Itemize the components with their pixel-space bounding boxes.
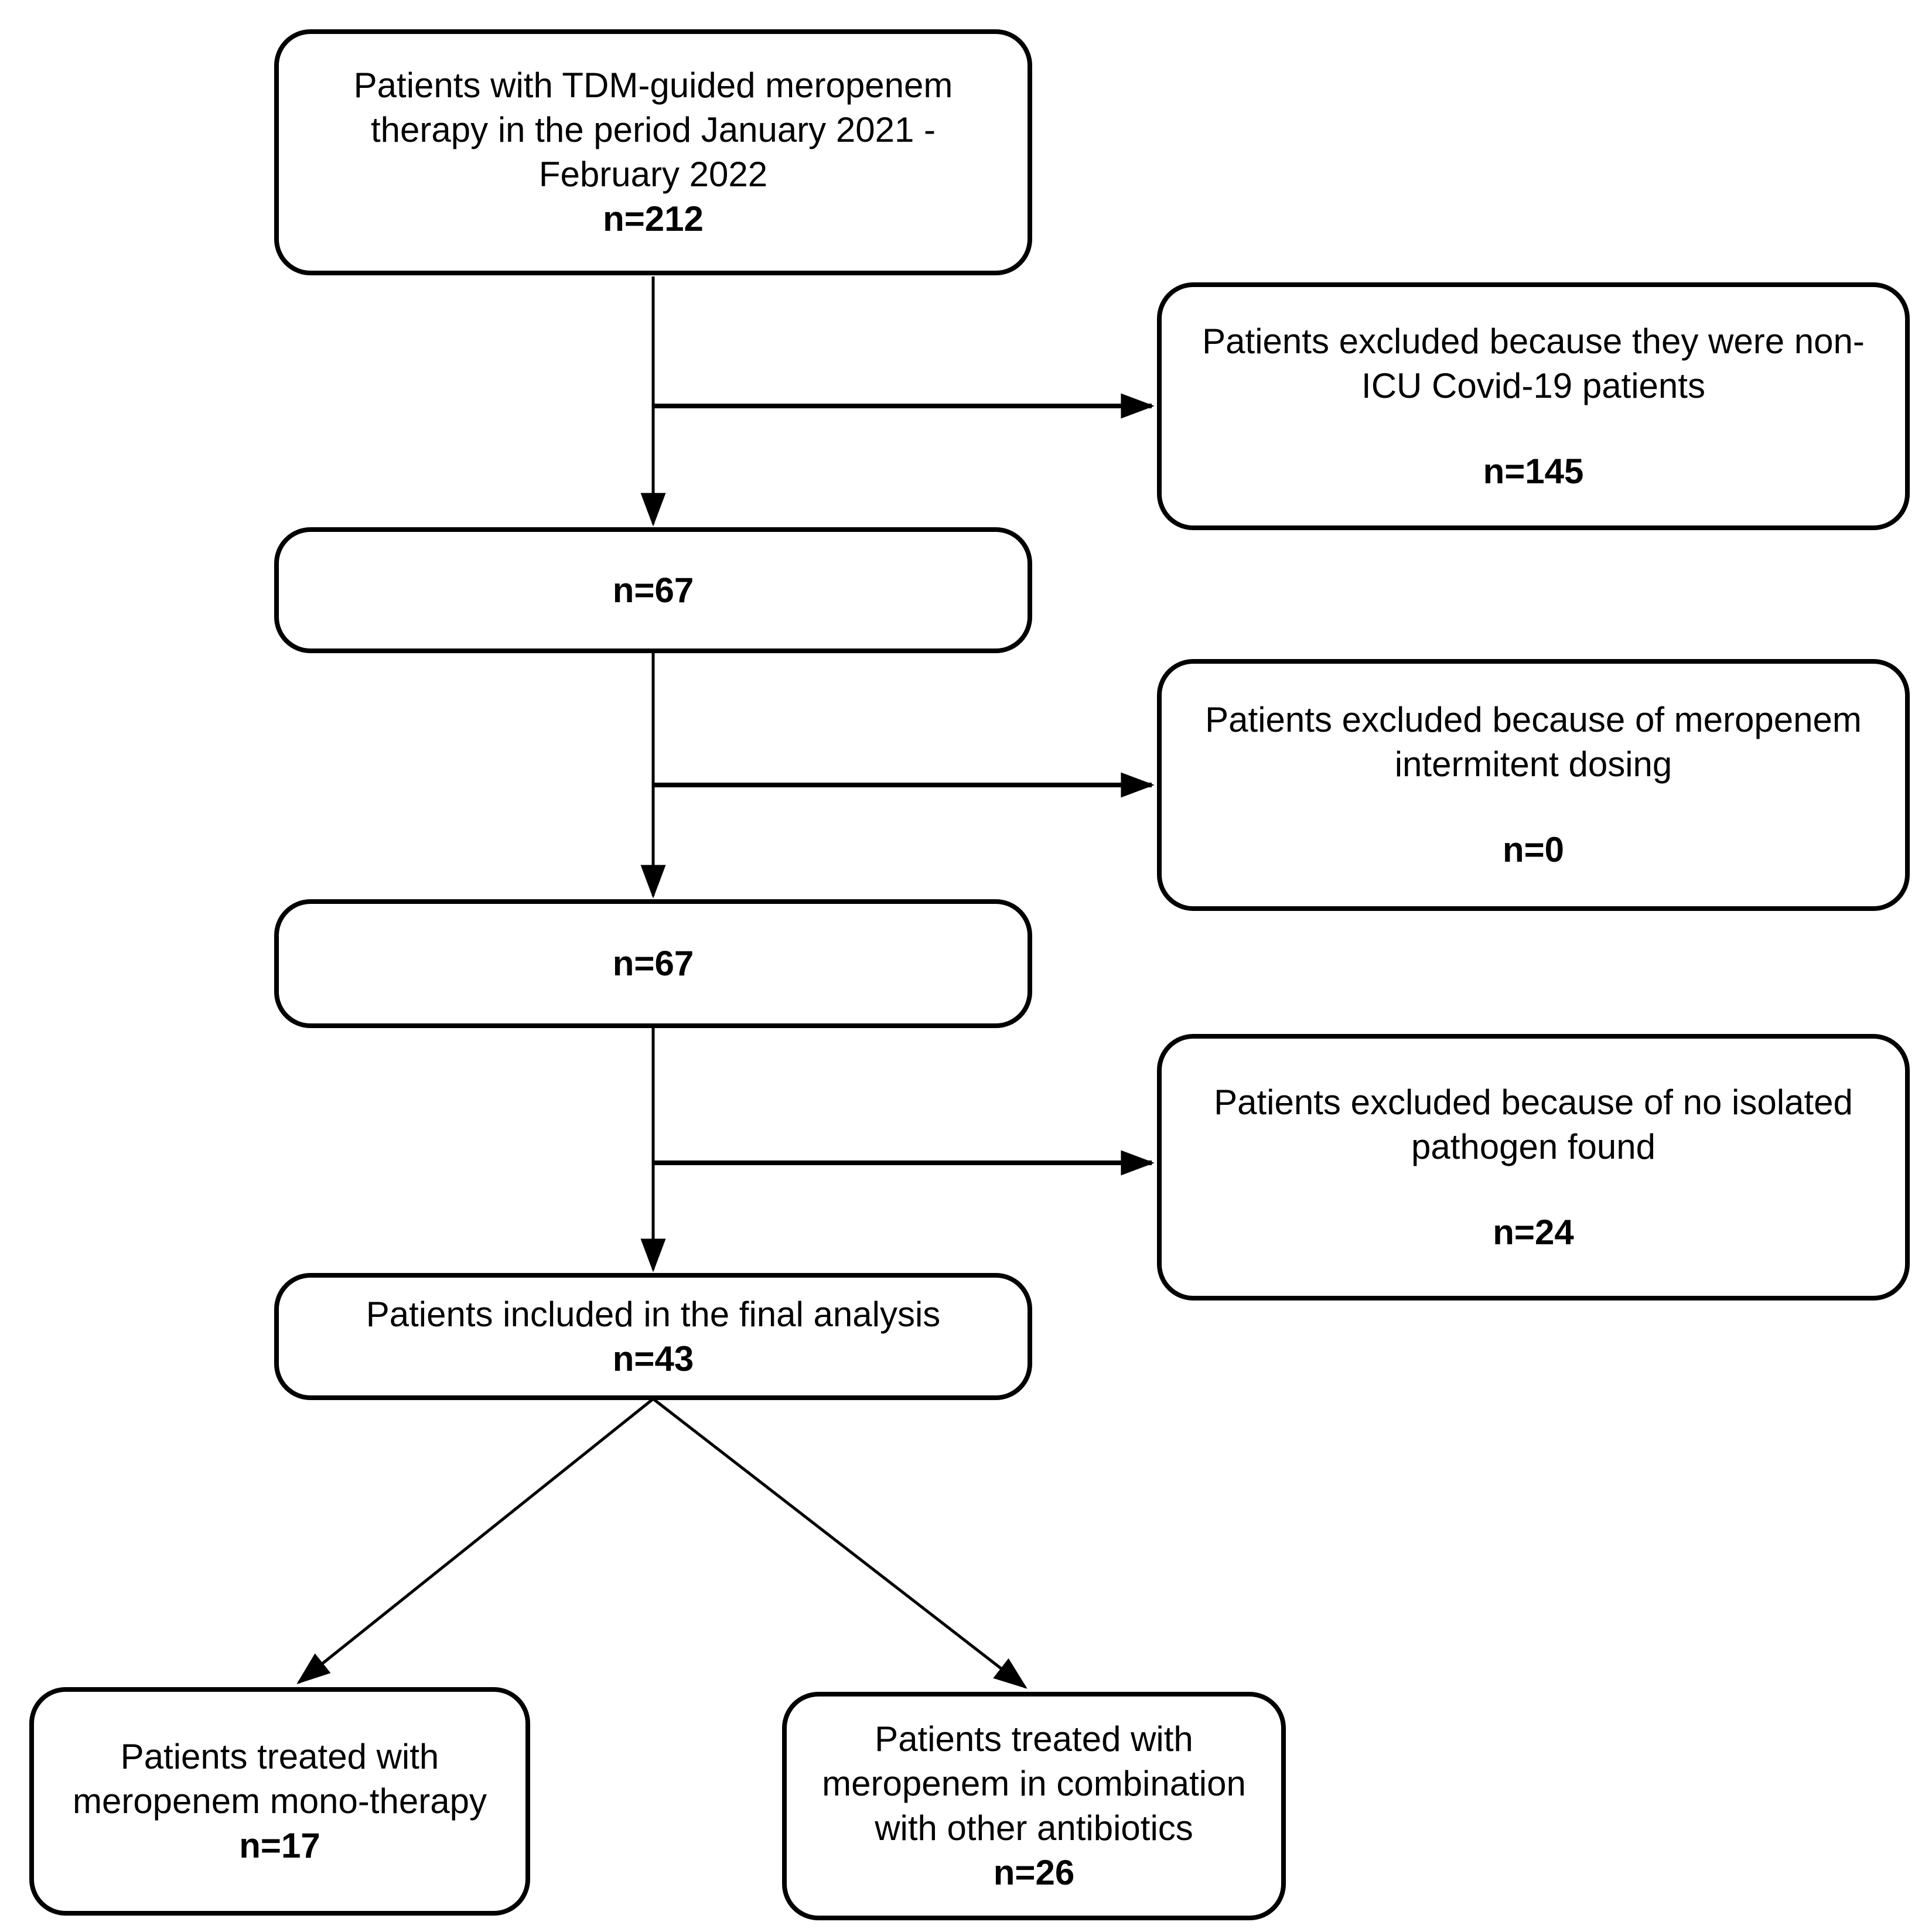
box-excluded-no-pathogen-line2: pathogen found bbox=[1411, 1127, 1656, 1166]
box-enrollment-line1: Patients with TDM-guided meropenem bbox=[353, 66, 953, 105]
box-monotherapy: Patients treated with meropenem mono-the… bbox=[29, 1687, 530, 1916]
box-combination-line1: Patients treated with bbox=[875, 1719, 1193, 1759]
arrow-final-to-monotherapy bbox=[296, 1398, 654, 1684]
box-excluded-intermittent-line1: Patients excluded because of meropenem bbox=[1205, 700, 1862, 739]
box-excluded-intermittent-line2: intermitent dosing bbox=[1394, 745, 1672, 784]
box-excluded-non-icu: Patients excluded because they were non-… bbox=[1157, 282, 1910, 530]
box-enrollment-line2: therapy in the period January 2021 - bbox=[371, 110, 936, 149]
box-after-icu-exclusion-count: n=67 bbox=[612, 570, 694, 610]
box-excluded-non-icu-count: n=145 bbox=[1483, 451, 1584, 491]
box-monotherapy-line2: meropenem mono-therapy bbox=[72, 1781, 487, 1821]
box-excluded-no-pathogen-count: n=24 bbox=[1493, 1212, 1574, 1252]
box-combination-therapy: Patients treated with meropenem in combi… bbox=[782, 1692, 1286, 1920]
box-final-analysis-line1: Patients included in the final analysis bbox=[366, 1294, 941, 1334]
box-enrollment: Patients with TDM-guided meropenem thera… bbox=[274, 29, 1032, 275]
box-excluded-non-icu-line1: Patients excluded because they were non- bbox=[1202, 321, 1865, 361]
box-excluded-intermittent-dosing: Patients excluded because of meropenem i… bbox=[1157, 659, 1910, 911]
box-after-dosing-exclusion: n=67 bbox=[274, 899, 1032, 1028]
box-monotherapy-count: n=17 bbox=[239, 1826, 320, 1865]
box-combination-line3: with other antibiotics bbox=[875, 1808, 1193, 1848]
box-final-analysis: Patients included in the final analysis … bbox=[274, 1273, 1032, 1400]
box-excluded-no-pathogen-line1: Patients excluded because of no isolated bbox=[1214, 1082, 1853, 1122]
box-excluded-intermittent-count: n=0 bbox=[1502, 830, 1565, 869]
box-after-icu-exclusion: n=67 bbox=[274, 527, 1032, 653]
box-after-dosing-exclusion-count: n=67 bbox=[612, 944, 694, 983]
box-excluded-non-icu-line2: ICU Covid-19 patients bbox=[1361, 366, 1705, 405]
box-final-analysis-count: n=43 bbox=[612, 1339, 694, 1378]
box-combination-count: n=26 bbox=[993, 1853, 1075, 1892]
box-combination-line2: meropenem in combination bbox=[822, 1764, 1246, 1803]
box-excluded-no-pathogen: Patients excluded because of no isolated… bbox=[1157, 1034, 1910, 1300]
box-monotherapy-line1: Patients treated with bbox=[120, 1737, 439, 1776]
box-enrollment-line3: February 2022 bbox=[538, 155, 768, 194]
box-enrollment-count: n=212 bbox=[603, 199, 704, 238]
arrow-final-to-combination bbox=[652, 1398, 1028, 1689]
